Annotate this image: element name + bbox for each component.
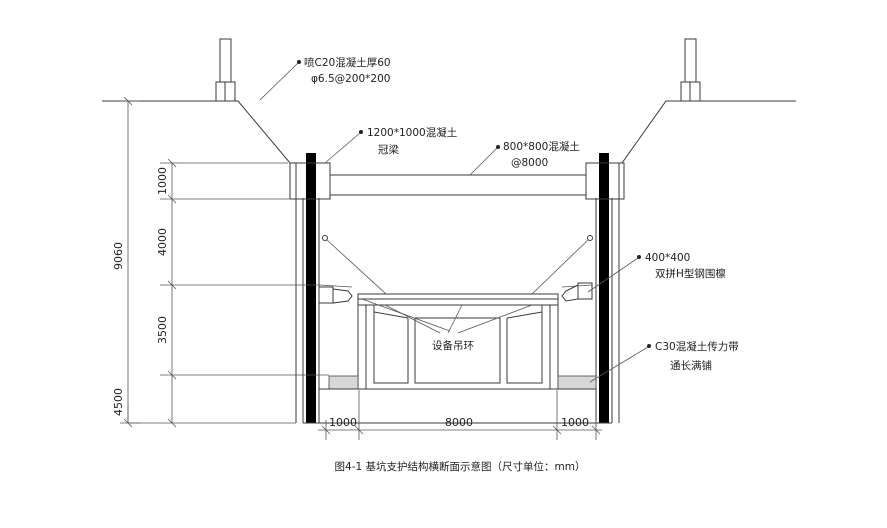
dim-h-right: 1000 xyxy=(561,416,589,429)
horizontal-dimensions xyxy=(318,390,602,440)
dim-h-left: 1000 xyxy=(329,416,357,429)
dim-v1: 1000 xyxy=(156,167,169,195)
waler xyxy=(318,282,593,304)
hoist-label: 设备吊环 xyxy=(432,339,474,352)
crown-label-2: 冠梁 xyxy=(378,143,399,156)
leaders xyxy=(259,60,651,383)
crown-label-1: 1200*1000混凝土 xyxy=(367,126,457,139)
band-label-2: 通长满铺 xyxy=(670,359,712,372)
crown-beams xyxy=(289,162,625,200)
retaining-piles xyxy=(295,153,620,423)
dim-total-height: 9060 xyxy=(112,242,125,270)
dim-v2: 4000 xyxy=(156,228,169,256)
band-label-1: C30混凝土传力带 xyxy=(655,340,739,353)
figure-caption: 图4-1 基坑支护结构横断面示意图（尺寸单位：mm） xyxy=(335,460,586,473)
strut-label-2: @8000 xyxy=(511,157,548,169)
concrete-strut xyxy=(330,174,586,196)
ground-profile xyxy=(102,38,796,164)
transfer-bands xyxy=(319,375,597,390)
waler-label-2: 双拼H型钢围檩 xyxy=(655,267,726,280)
strut-label-1: 800*800混凝土 xyxy=(503,140,580,153)
dim-h-mid: 8000 xyxy=(445,416,473,429)
shotcrete-label-2: φ6.5@200*200 xyxy=(311,73,390,85)
vertical-dimensions xyxy=(120,96,329,428)
dim-v3: 3500 xyxy=(156,316,169,344)
dim-v4: 4500 xyxy=(112,388,125,416)
waler-label-1: 400*400 xyxy=(645,252,690,264)
shotcrete-label-1: 喷C20混凝土厚60 xyxy=(304,56,391,69)
hoist-ties xyxy=(318,235,593,295)
